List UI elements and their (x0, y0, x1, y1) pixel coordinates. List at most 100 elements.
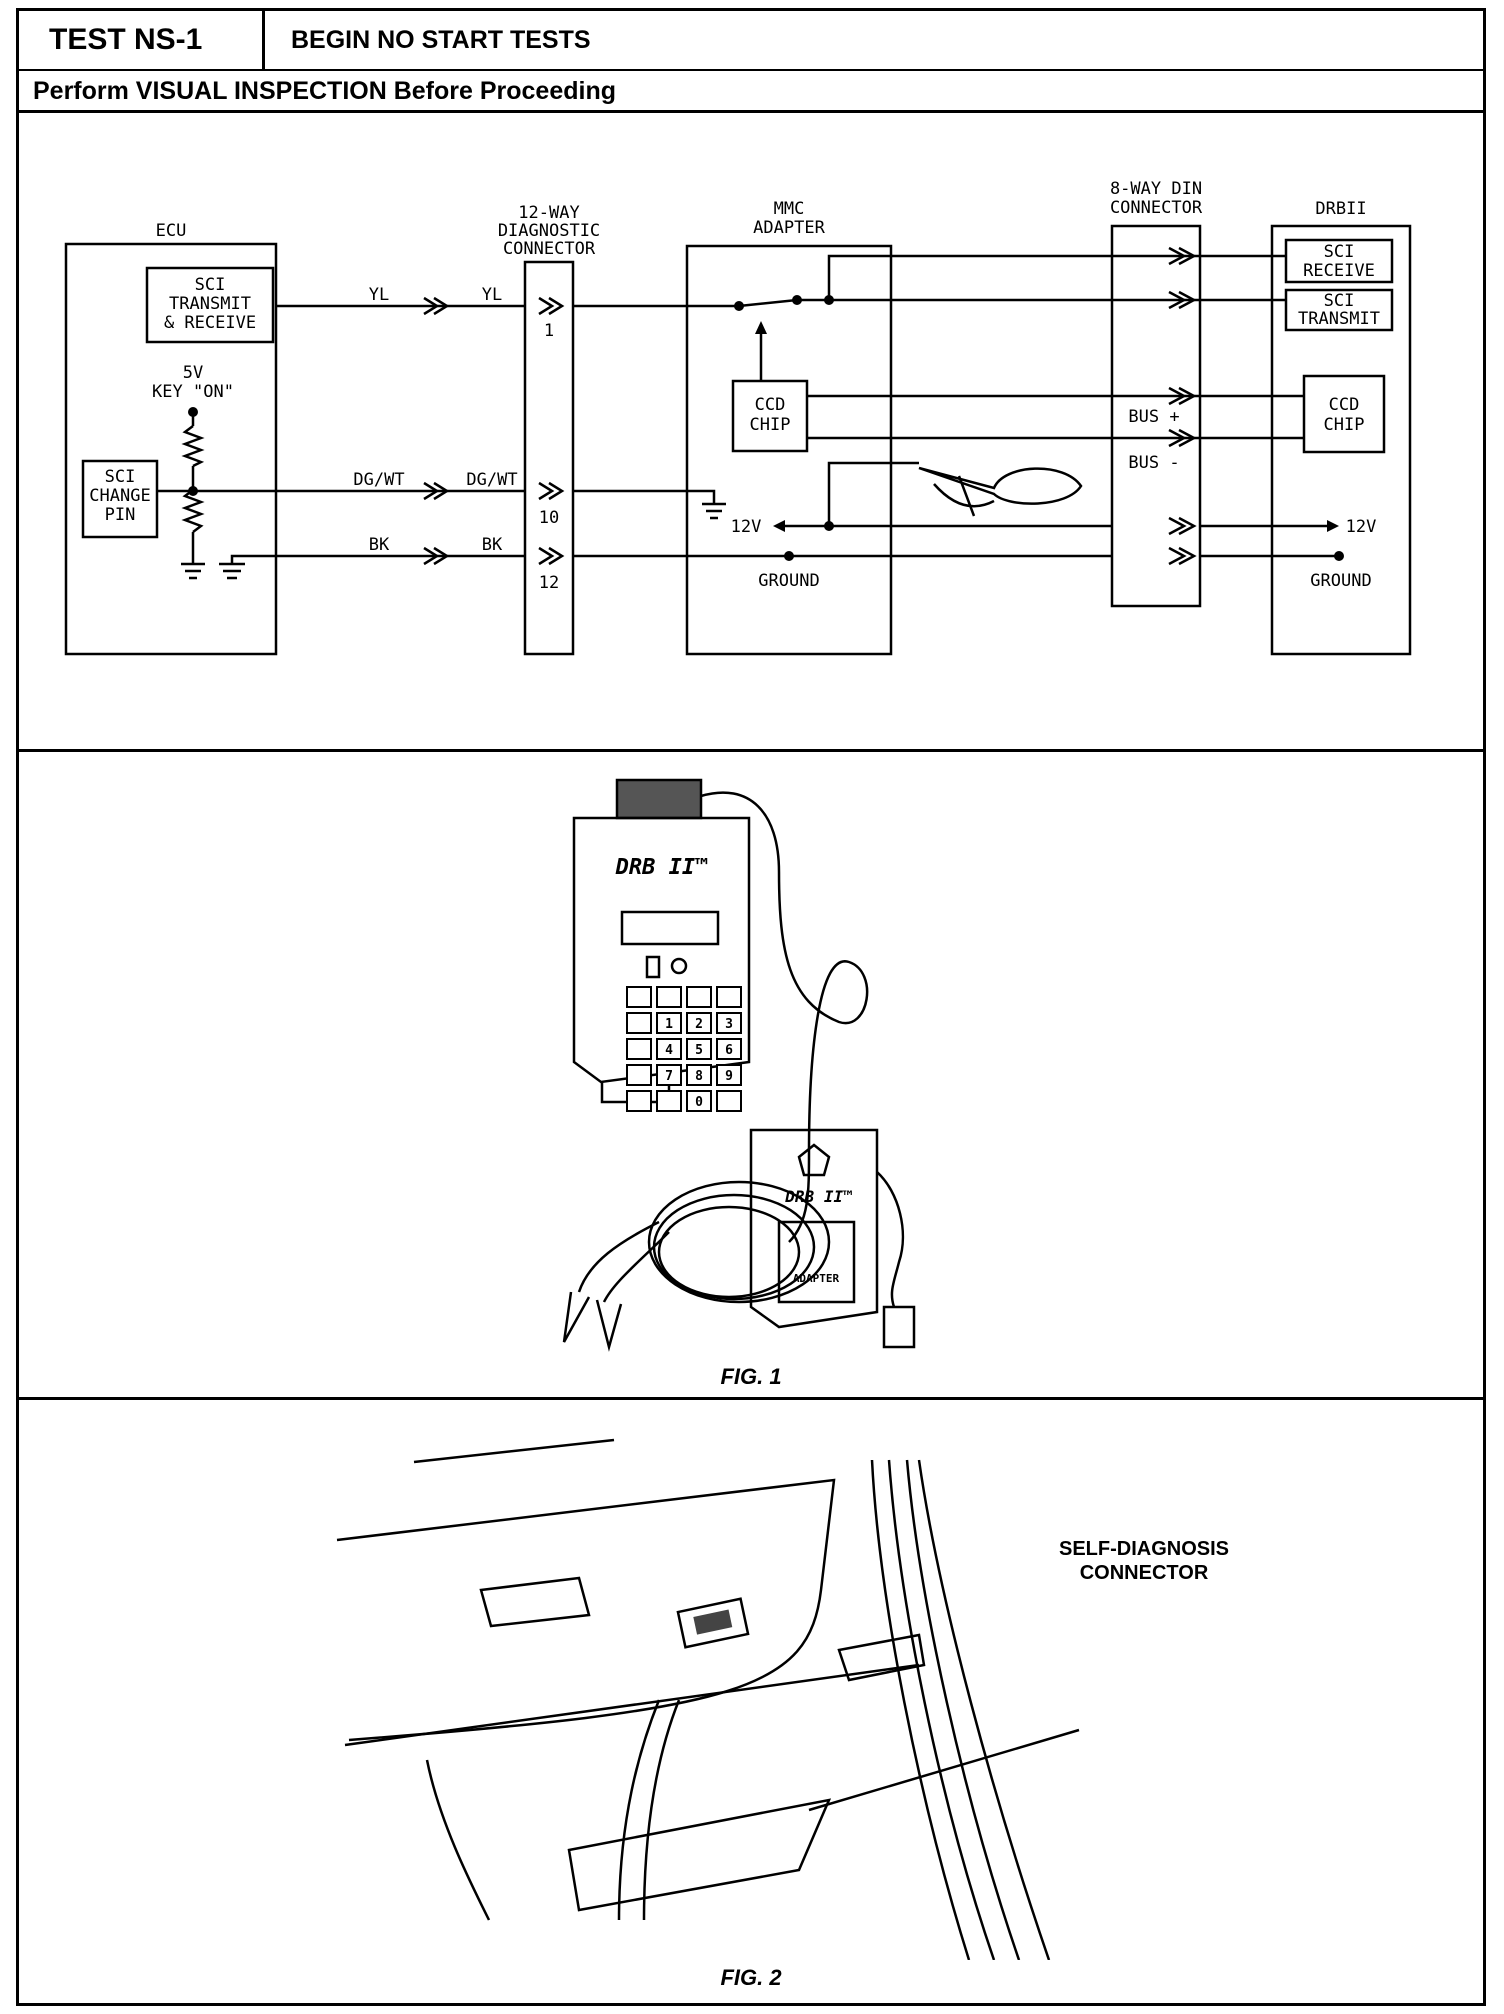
mmc-ccd-line-1: CCD (755, 395, 786, 415)
clamp-right-icon (595, 1299, 623, 1352)
console-line-1 (425, 1759, 491, 1921)
glovebox-handle (479, 1576, 591, 1628)
wire-yl-ecu: YL (369, 285, 389, 305)
keypad-key (716, 1064, 742, 1086)
fig2-caption: FIG. 2 (720, 1965, 782, 1990)
keypad-key (626, 1090, 652, 1112)
a-pillar-line-2 (887, 1459, 996, 1960)
mmc-ground-label: GROUND (758, 571, 819, 591)
test-procedure-sheet: TEST NS-1 BEGIN NO START TESTS Perform V… (16, 8, 1486, 2006)
wiring-schematic: ECU SCI TRANSMIT & RECEIVE 5V KEY "ON" S… (64, 179, 1412, 656)
keypad-key-label: 9 (725, 1069, 733, 1084)
keypad-key (716, 986, 742, 1008)
ecu-box (64, 242, 278, 656)
drbii-sci-receive-box (1284, 238, 1394, 284)
change-pin-line-2: CHANGE (89, 486, 150, 506)
diag-pin-12: 12 (539, 573, 559, 593)
change-pin-line-3: PIN (105, 505, 136, 525)
drbii-ground-label: GROUND (1310, 571, 1371, 591)
plug-cable (876, 1171, 905, 1308)
fig2-panel: SELF-DIAGNOSIS CONNECTOR FIG. 2 (19, 1400, 1483, 2003)
mmc-ccd-chip-box (731, 379, 809, 453)
header-row: TEST NS-1 BEGIN NO START TESTS (19, 11, 1483, 71)
keypad-key (656, 1012, 682, 1034)
wire-yl-conn: YL (482, 285, 502, 305)
din-title-2: CONNECTOR (1110, 198, 1203, 218)
keypad-key-label: 8 (695, 1069, 703, 1084)
drbii-receive-line-1: SCI (1324, 242, 1355, 262)
drbii-12v-label: 12V (1346, 517, 1377, 537)
inspection-instruction: Perform VISUAL INSPECTION Before Proceed… (19, 69, 1483, 113)
din-connector-box (1110, 224, 1202, 608)
drbii-transmit-line-1: SCI (1324, 291, 1355, 311)
clamp-lead-2 (602, 1231, 670, 1303)
pulldown-resistor (181, 489, 205, 533)
clamp-left-icon (562, 1291, 591, 1343)
diag-pin-10: 10 (539, 508, 559, 528)
wire-dgwt-conn: DG/WT (466, 470, 517, 490)
keypad-key (716, 1012, 742, 1034)
ecu-sci-line-2: TRANSMIT (169, 294, 251, 314)
self-diagnosis-connector-callout: SELF-DIAGNOSIS CONNECTOR (1024, 1537, 1264, 1585)
adapter-label: ADAPTER (793, 1272, 840, 1285)
diag-connector-box (523, 260, 575, 656)
bracket (837, 1633, 926, 1682)
cable-coil (647, 1180, 831, 1304)
keypad-key (686, 1064, 712, 1086)
keypad-key (716, 1038, 742, 1060)
keypad-key (656, 1038, 682, 1060)
keypad-key-label: 6 (725, 1043, 733, 1058)
a-pillar-line-1 (870, 1459, 971, 1960)
connector-chevrons (423, 246, 1197, 566)
keypad-key-label: 7 (665, 1069, 673, 1084)
keypad-key (686, 1090, 712, 1112)
keypad-key (686, 986, 712, 1008)
keypad-key (716, 1090, 742, 1112)
ecu-sci-line-3: & RECEIVE (164, 313, 256, 333)
keypad-key (626, 1012, 652, 1034)
alligator-clamp-icon (918, 466, 1083, 517)
test-title: BEGIN NO START TESTS (291, 26, 591, 54)
wire-dgwt-ecu: DG/WT (353, 470, 404, 490)
adapter-label-plate (777, 1220, 856, 1304)
mmc-title-2: ADAPTER (753, 218, 825, 238)
ecu-sci-line-1: SCI (195, 275, 226, 295)
din-bus-minus: BUS - (1128, 453, 1179, 473)
tool-logo-icon (670, 957, 688, 975)
ecu-supply-voltage: 5V (183, 363, 203, 383)
drbii-ccd-line-1: CCD (1329, 395, 1360, 415)
keypad-key (656, 1064, 682, 1086)
wire-bk-conn: BK (482, 535, 503, 555)
tool-display (620, 910, 720, 946)
tool-top-connector (615, 778, 703, 820)
keypad-key-label: 3 (725, 1017, 733, 1032)
keypad-key (626, 1038, 652, 1060)
keypad-key (626, 986, 652, 1008)
ecu-sci-module (145, 266, 275, 344)
din-bus-plus: BUS + (1128, 407, 1179, 427)
callout-line-1: SELF-DIAGNOSIS (1058, 1538, 1229, 1560)
sci-receive-line (827, 254, 1286, 300)
glovebox-door (336, 1478, 836, 1742)
diag-title-2: DIAGNOSTIC (498, 221, 600, 241)
tool-cable (700, 791, 869, 1243)
pullup-resistor (181, 425, 205, 468)
drbii-title: DRBII (1315, 199, 1366, 219)
diagnostic-plug-icon (882, 1305, 916, 1349)
keypad-key (686, 1012, 712, 1034)
din-title-1: 8-WAY DIN (1110, 179, 1202, 199)
diag-pin-1: 1 (544, 321, 554, 341)
mmc-title-1: MMC (774, 199, 805, 219)
drbii-ccd-chip-box (1302, 374, 1386, 454)
test-id: TEST NS-1 (19, 11, 265, 69)
ecu-change-pin-box (81, 459, 159, 539)
keypad-key-label: 0 (695, 1095, 703, 1110)
keypad-key (686, 1038, 712, 1060)
diag-title-1: 12-WAY (518, 203, 579, 223)
a-pillar-line-3 (905, 1459, 1021, 1960)
tool-brand-label: DRB II™ (615, 855, 709, 880)
change-pin-line-1: SCI (105, 467, 136, 487)
console-line-2 (617, 1699, 661, 1921)
